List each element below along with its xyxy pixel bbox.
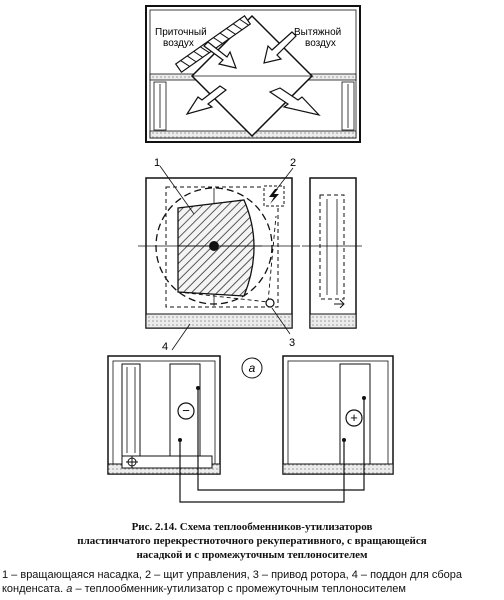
exhaust-air-arrow	[263, 31, 297, 64]
caption-title-line1: Рис. 2.14. Схема теплообменников-утилиза…	[131, 521, 373, 533]
caption-title-line3: насадкой и с промежуточным теплоносителе…	[136, 549, 368, 561]
supply-air-arrow	[203, 41, 237, 69]
plate-unit-right-bay	[341, 81, 355, 131]
plate-unit-left-bay	[153, 81, 167, 131]
callout-leader-3	[271, 307, 291, 335]
callout-leader-2	[275, 167, 294, 191]
minus-terminal	[177, 402, 195, 420]
callout-leader-1	[159, 165, 195, 215]
legend-main-text: 1 – вращающаяся насадка, 2 – щит управле…	[2, 569, 463, 595]
intermediate-coolant-unit: а − +	[107, 355, 394, 503]
rotor-side-dashed	[319, 194, 345, 300]
callout-2: 2	[290, 157, 296, 169]
figure-legend: 1 – вращающаяся насадка, 2 – щит управле…	[2, 568, 502, 596]
callout-4: 4	[162, 341, 168, 353]
left-fan-icon	[126, 456, 138, 468]
left-drain-pan	[121, 455, 213, 469]
drive-belt	[177, 215, 277, 303]
heat-exchanger-diagram: Приточный воздух Вытяжной воздух	[107, 5, 394, 503]
plus-symbol: +	[350, 410, 358, 425]
coolant-pipe-loop	[179, 388, 365, 503]
callout-leader-4	[171, 323, 191, 351]
exhaust-outlet-arrow	[268, 87, 321, 117]
right-coil	[339, 363, 371, 465]
rotor-drive	[265, 298, 275, 308]
right-unit-frame	[282, 355, 394, 475]
supply-outlet-arrow	[185, 85, 228, 116]
exhaust-air-label-line1: Вытяжной	[294, 27, 341, 38]
caption-title-line2: пластинчатого перекрестноточного рекупер…	[77, 535, 427, 547]
figure-caption-title: Рис. 2.14. Схема теплообменников-утилиза…	[0, 520, 504, 562]
rotor-hub	[209, 241, 219, 251]
callout-3: 3	[289, 337, 295, 349]
supply-air-label-line1: Приточный	[155, 27, 207, 38]
rotor-unit: 1 2 3 4	[138, 157, 362, 353]
right-unit-tray	[282, 463, 394, 475]
plus-terminal	[345, 409, 363, 427]
callout-1: 1	[154, 157, 160, 169]
supply-air-label-line2: воздух	[163, 38, 194, 49]
figure-letter-circle	[241, 357, 263, 379]
rotor-housing-dashed	[165, 186, 279, 308]
legend-letter: а	[66, 583, 73, 595]
figure-letter: а	[249, 361, 256, 375]
lightning-icon	[269, 189, 279, 204]
rotor-side-tray	[309, 313, 357, 329]
legend-tail-text: – теплообменник-утилизатор с промежуточн…	[72, 583, 406, 595]
exhaust-air-label-line2: воздух	[305, 38, 336, 49]
minus-symbol: −	[182, 403, 190, 418]
rotor-unit-side-frame	[309, 177, 357, 329]
plate-exchanger-unit: Приточный воздух Вытяжной воздух	[145, 5, 361, 143]
condensate-tray	[145, 313, 293, 329]
